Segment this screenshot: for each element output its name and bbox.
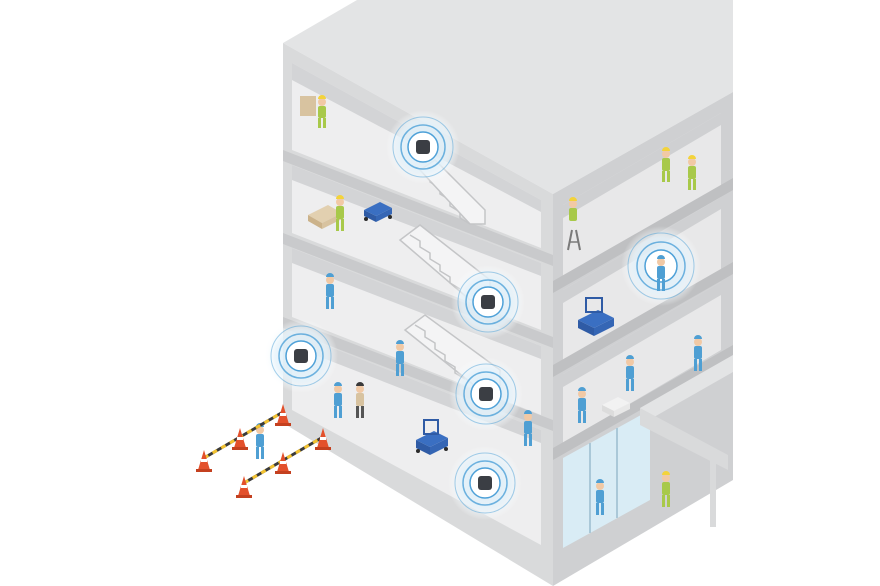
glass-wall [563,410,650,548]
traffic-cone-icon [315,428,331,450]
worker-icon [396,340,404,376]
box-icon [602,397,630,417]
worker-icon [300,95,326,128]
workers [256,95,702,515]
beacon-icon [386,110,460,184]
worker-icon [662,471,670,507]
worker-icon [569,197,577,221]
lift-cart-icon [578,297,614,336]
worker-icon [336,195,344,231]
worker-icon [326,273,334,309]
beacon-icon [264,319,338,393]
traffic-cone-icon [196,450,212,472]
beacon-icon [449,357,523,431]
lift-cart-icon [416,419,448,455]
traffic-cone-icon [236,476,252,498]
worker-icon [356,382,364,418]
traffic-cones [196,404,331,498]
stepladder-icon [567,229,581,251]
traffic-cone-icon [275,452,291,474]
traffic-cone-icon [232,428,248,450]
worker-icon [688,155,696,190]
worker-icon [662,147,670,182]
traffic-cone-icon [275,404,291,426]
worker-icon [626,355,634,391]
beacon-icon [448,446,522,520]
worker-icon [694,335,702,371]
worker-icon [334,382,342,418]
worker-icon [578,387,586,423]
beacon-icon [451,265,525,339]
entrance-canopy [640,355,733,527]
worker-icon [596,479,604,515]
worker-icon [657,255,665,291]
roof [283,0,733,194]
worker-icon [524,410,532,446]
lift-cart-icon [364,202,392,222]
